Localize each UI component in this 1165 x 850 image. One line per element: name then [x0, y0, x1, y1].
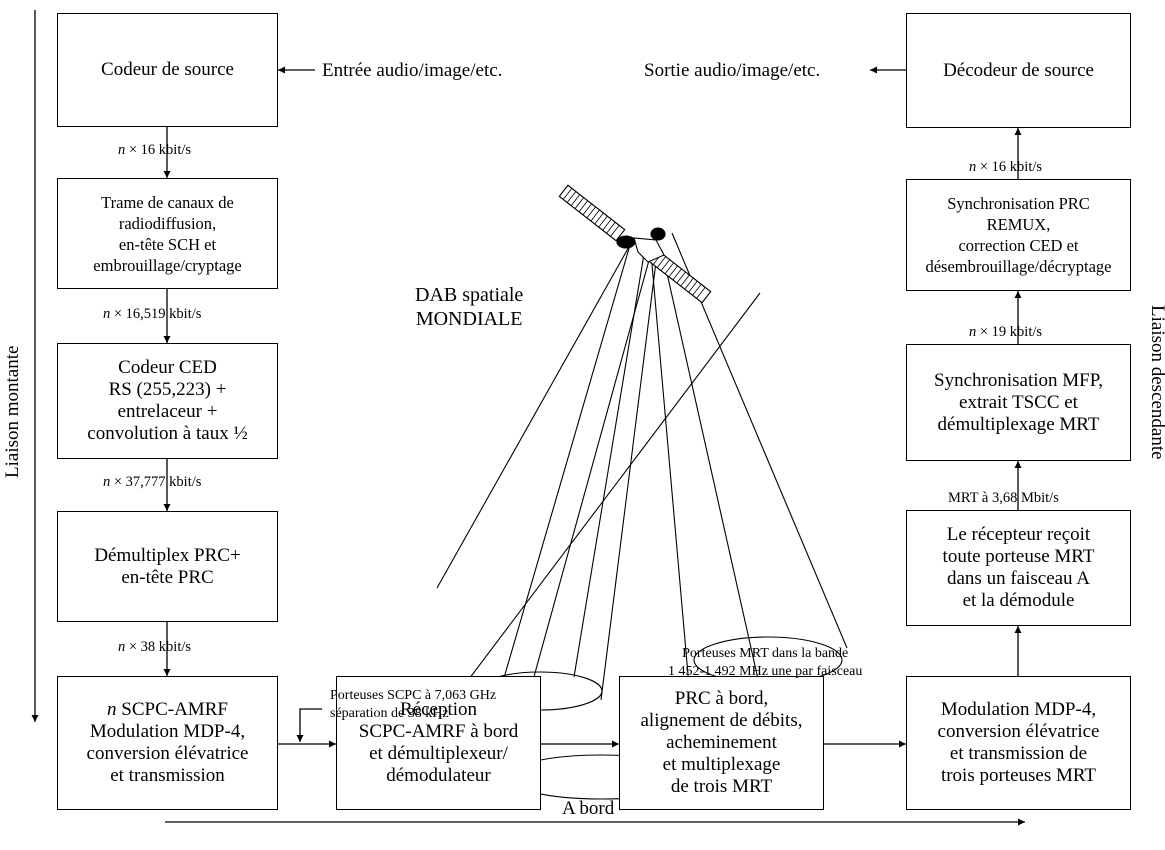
uplink-label: Liaison montante	[2, 345, 23, 478]
scpc-amrf-text: SCPC-AMRF Modulation MDP-4, conversion é…	[86, 699, 249, 786]
prc-sync-label: Synchronisation PRC REMUX, correction CE…	[925, 194, 1112, 276]
onboard-prc-label: PRC à bord, alignement de débits, achemi…	[640, 688, 803, 797]
prc-demux-label: Démultiplex PRC+ en-tête PRC	[94, 544, 241, 588]
prc-demux-box: Démultiplex PRC+ en-tête PRC	[57, 511, 278, 622]
prc-sync-box: Synchronisation PRC REMUX, correction CE…	[906, 179, 1131, 291]
mfp-sync-box: Synchronisation MFP, extrait TSCC et dém…	[906, 344, 1131, 461]
rate-label-5: n × 16 kbit/s	[969, 159, 1043, 175]
mrt-rate-label: MRT à 3,68 Mbit/s	[948, 490, 1059, 506]
source-decoder-label: Décodeur de source	[943, 59, 1094, 81]
rate-label-3: n × 37,777 kbit/s	[103, 474, 202, 490]
rate-label-4: n × 38 kbit/s	[118, 639, 192, 655]
qpsk-modulation-label: Modulation MDP-4, conversion élévatrice …	[937, 699, 1100, 786]
scpc-amrf-n: n	[107, 699, 117, 720]
receiver-box: Le récepteur reçoit toute porteuse MRT d…	[906, 510, 1131, 626]
source-coder-box: Codeur de source	[57, 13, 278, 127]
rate-label-1: n × 16 kbit/s	[118, 142, 192, 158]
scpc-carriers-arrow	[296, 708, 322, 742]
fec-coder-label: Codeur CED RS (255,223) + entrelaceur + …	[87, 357, 248, 444]
source-coder-label: Codeur de source	[101, 59, 234, 80]
scpc-amrf-label: n SCPC-AMRF Modulation MDP-4, conversion…	[87, 699, 249, 787]
receiver-label: Le récepteur reçoit toute porteuse MRT d…	[942, 524, 1095, 611]
broadcast-frame-box: Trame de canaux de radiodiffusion, en-tê…	[57, 178, 278, 289]
qpsk-modulation-box: Modulation MDP-4, conversion élévatrice …	[906, 676, 1131, 810]
rate-label-2: n × 16,519 kbit/s	[103, 306, 202, 322]
output-label: Sortie audio/image/etc.	[644, 60, 821, 81]
onboard-label: A bord	[562, 798, 615, 819]
downlink-label: Liaison descendante	[1147, 305, 1165, 460]
mfp-sync-label: Synchronisation MFP, extrait TSCC et dém…	[934, 369, 1103, 435]
broadcast-frame-label: Trame de canaux de radiodiffusion, en-tê…	[93, 192, 242, 275]
onboard-prc-box: PRC à bord, alignement de débits, achemi…	[619, 676, 824, 810]
source-decoder-box: Décodeur de source	[906, 13, 1131, 128]
rate-label-6: n × 19 kbit/s	[969, 324, 1043, 340]
fec-coder-box: Codeur CED RS (255,223) + entrelaceur + …	[57, 343, 278, 459]
mrt-carriers-note: Porteuses MRT dans la bande 1 452-1 492 …	[668, 646, 863, 679]
scpc-carriers-note: Porteuses SCPC à 7,063 GHz séparation de…	[330, 688, 497, 721]
scpc-amrf-box: n SCPC-AMRF Modulation MDP-4, conversion…	[57, 676, 278, 810]
input-label: Entrée audio/image/etc.	[322, 60, 503, 81]
dab-label: DAB spatiale MONDIALE	[415, 284, 524, 330]
onboard-reception-label: Réception SCPC-AMRF à bord et démultiple…	[358, 699, 519, 786]
onboard-reception-box: Réception SCPC-AMRF à bord et démultiple…	[336, 676, 541, 810]
